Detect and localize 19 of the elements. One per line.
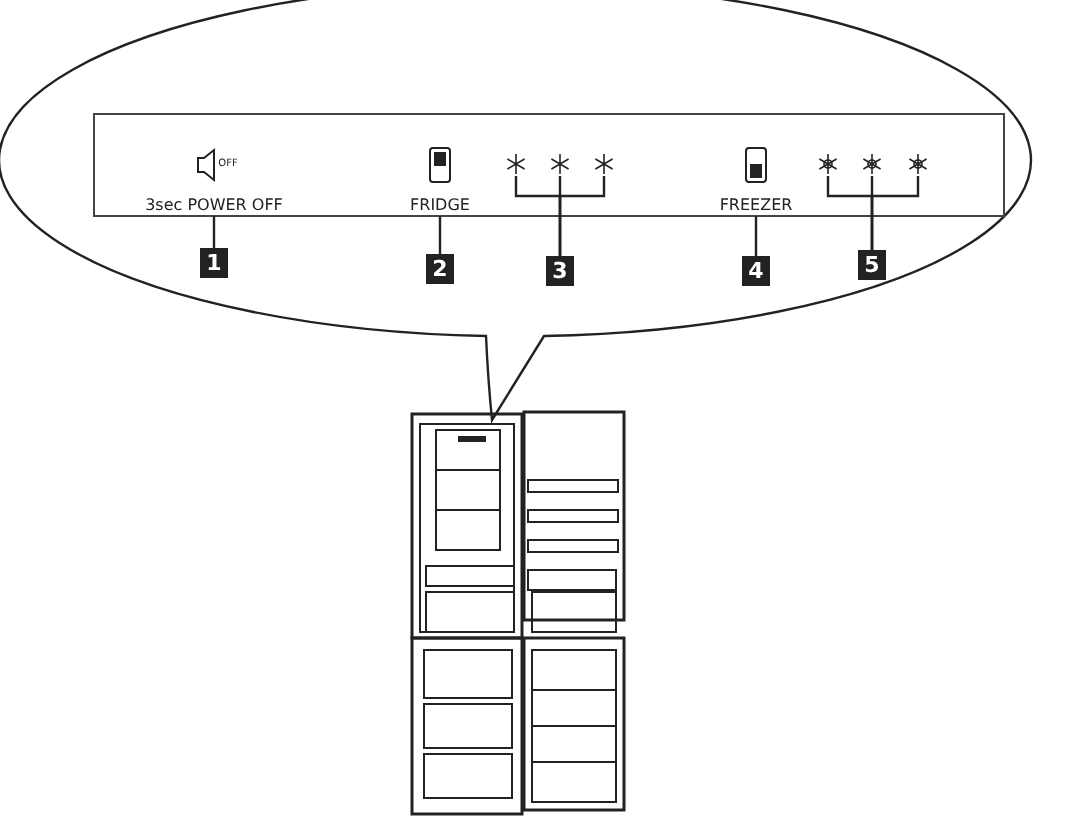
- leader-line: [212, 216, 216, 248]
- star-icon: [548, 152, 572, 176]
- control-label: FRIDGE: [410, 196, 470, 216]
- callout-number: 1: [200, 248, 228, 278]
- control-label: FREEZER: [719, 196, 793, 216]
- snowflake-icon: [860, 152, 884, 176]
- snowflake-icon: [816, 152, 840, 176]
- snowflake-icon: [906, 152, 930, 176]
- callout-number: 2: [426, 254, 454, 284]
- callout-number: 5: [858, 250, 886, 280]
- leader-line: [870, 176, 920, 250]
- leader-line: [754, 216, 758, 256]
- callout-number: 3: [546, 256, 574, 286]
- leader-line: [558, 176, 606, 256]
- callout-number: 4: [742, 256, 770, 286]
- star-icon: [592, 152, 616, 176]
- star-icon: [504, 152, 528, 176]
- control-label: 3sec POWER OFF: [145, 196, 283, 216]
- leader-line: [438, 216, 442, 254]
